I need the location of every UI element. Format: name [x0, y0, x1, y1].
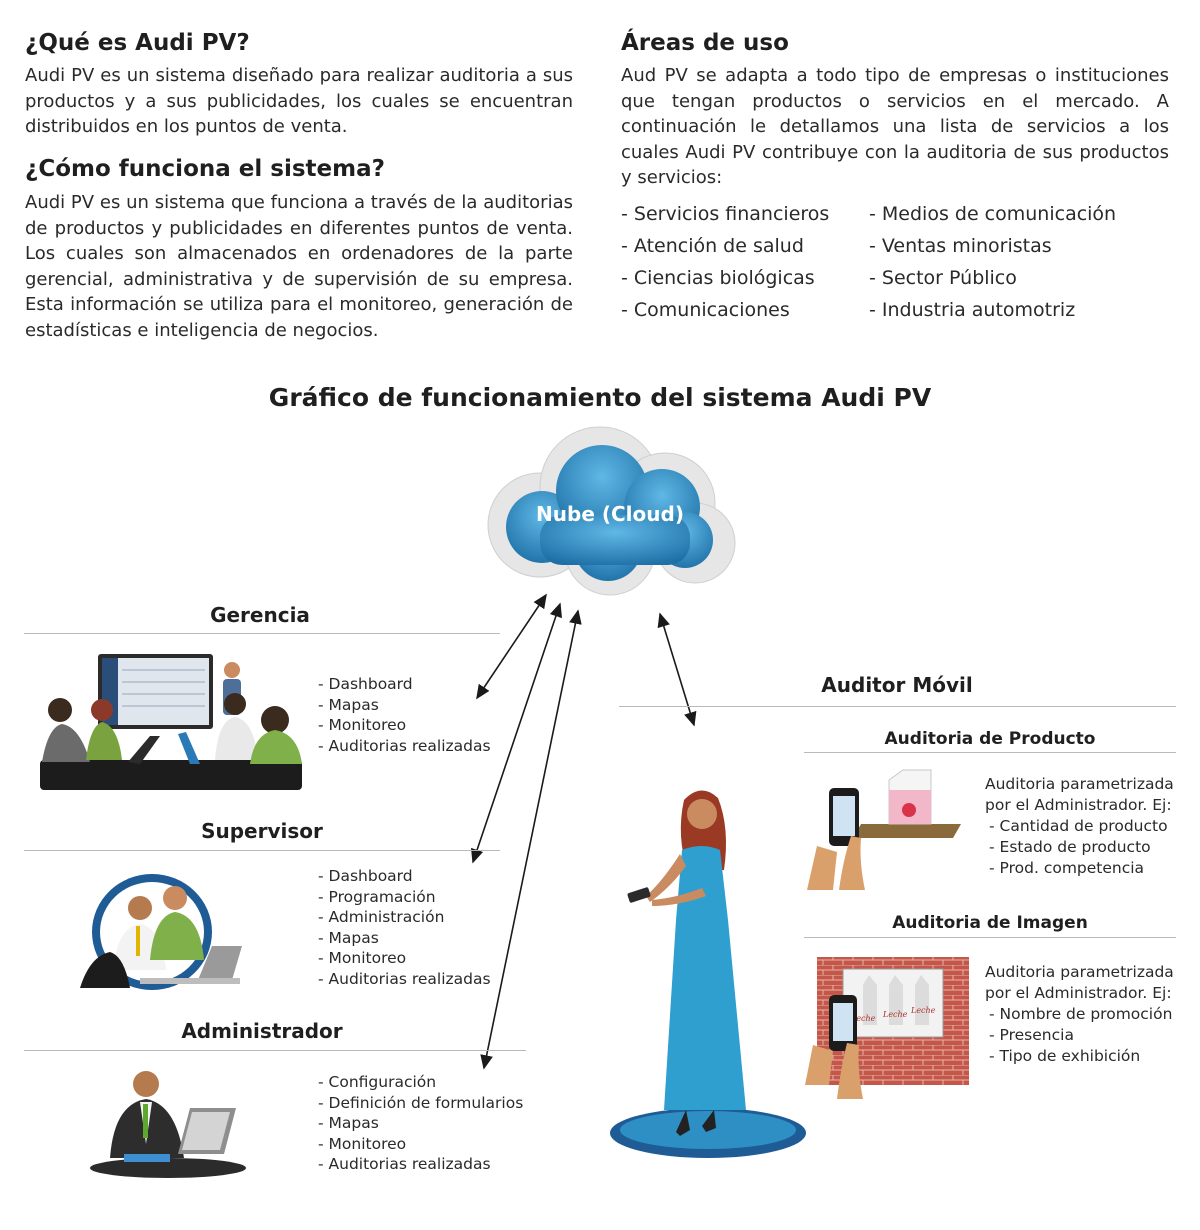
image-audit-items: Nombre de promoción Presencia Tipo de ex… [985, 1004, 1177, 1067]
arrow-auditor [657, 612, 697, 727]
features-gerencia: Dashboard Mapas Monitoreo Auditorias rea… [318, 674, 491, 756]
supervisor-illustration-icon [80, 874, 242, 990]
divider [804, 937, 1176, 938]
feature-item: Auditorias realizadas [318, 969, 491, 990]
audit-item: Cantidad de producto [989, 816, 1175, 837]
feature-item: Auditorias realizadas [318, 736, 491, 757]
features-supervisor: Dashboard Programación Administración Ma… [318, 866, 491, 989]
mobile-auditor-title: Auditor Móvil [821, 673, 973, 697]
audit-item: Presencia [989, 1025, 1177, 1046]
areas-title: Áreas de uso [621, 30, 789, 56]
poster-text-3: Leche [910, 1006, 936, 1015]
audit-item: Estado de producto [989, 837, 1175, 858]
what-title: ¿Qué es Audi PV? [25, 30, 250, 56]
area-item: Atención de salud [621, 230, 829, 262]
area-item: Medios de comunicación [869, 198, 1116, 230]
feature-item: Administración [318, 907, 491, 928]
poster-text-1: Leche [850, 1014, 876, 1023]
cloud-label: Nube (Cloud) [536, 502, 684, 526]
audit-item: Prod. competencia [989, 858, 1175, 879]
mobile-auditor-woman-icon [610, 790, 806, 1158]
divider [24, 633, 500, 634]
feature-item: Mapas [318, 1113, 523, 1134]
product-audit-desc-text: Auditoria parametrizada por el Administr… [985, 775, 1174, 814]
area-item: Ventas minoristas [869, 230, 1116, 262]
role-title-supervisor: Supervisor [201, 819, 323, 843]
divider [804, 752, 1176, 753]
cloud-icon [487, 426, 736, 596]
divider [24, 850, 500, 851]
feature-item: Monitoreo [318, 715, 491, 736]
area-item: Comunicaciones [621, 294, 829, 326]
feature-item: Dashboard [318, 866, 491, 887]
feature-item: Definición de formularios [318, 1093, 524, 1114]
areas-text: Aud PV se adapta a todo tipo de empresas… [621, 65, 1169, 188]
image-audit-title: Auditoria de Imagen [892, 913, 1088, 933]
areas-list-right: Medios de comunicación Ventas minoristas… [869, 198, 1116, 326]
what-text: Audi PV es un sistema diseñado para real… [25, 65, 573, 137]
feature-item: Dashboard [318, 674, 491, 695]
product-audit-illustration-icon [807, 769, 961, 890]
arrow-administrador [480, 609, 582, 1070]
poster-text-2: Leche [882, 1010, 908, 1019]
area-item: Sector Público [869, 262, 1116, 294]
image-audit-desc-text: Auditoria parametrizada por el Administr… [985, 963, 1174, 1002]
product-audit-description: Auditoria parametrizada por el Administr… [985, 774, 1175, 879]
how-text: Audi PV es un sistema que funciona a tra… [25, 192, 573, 341]
feature-item: Configuración [318, 1072, 523, 1093]
feature-item: Monitoreo [318, 948, 491, 969]
how-title: ¿Cómo funciona el sistema? [25, 156, 385, 182]
area-item: Servicios financieros [621, 198, 829, 230]
role-title-administrador: Administrador [181, 1019, 343, 1043]
diagram-title: Gráfico de funcionamiento del sistema Au… [268, 383, 932, 412]
product-audit-title: Auditoria de Producto [884, 729, 1096, 749]
feature-item: Auditorias realizadas [318, 1154, 523, 1175]
feature-item: Mapas [318, 928, 491, 949]
product-audit-items: Cantidad de producto Estado de producto … [985, 816, 1175, 879]
admin-illustration-icon [90, 1071, 246, 1178]
image-audit-illustration-icon: Leche Leche Leche [805, 957, 969, 1099]
divider [619, 706, 1176, 707]
area-item: Ciencias biológicas [621, 262, 829, 294]
image-audit-description: Auditoria parametrizada por el Administr… [985, 962, 1177, 1067]
feature-item: Mapas [318, 695, 491, 716]
divider [24, 1050, 526, 1051]
features-administrador: Configuración Definición de formularios … [318, 1072, 524, 1175]
feature-item: Programación [318, 887, 491, 908]
areas-list-left: Servicios financieros Atención de salud … [621, 198, 829, 326]
feature-item: Monitoreo [318, 1134, 523, 1155]
role-title-gerencia: Gerencia [210, 603, 310, 627]
meeting-illustration-icon [40, 654, 302, 790]
audit-item: Tipo de exhibición [989, 1046, 1177, 1067]
audit-item: Nombre de promoción [989, 1004, 1177, 1025]
area-item: Industria automotriz [869, 294, 1116, 326]
